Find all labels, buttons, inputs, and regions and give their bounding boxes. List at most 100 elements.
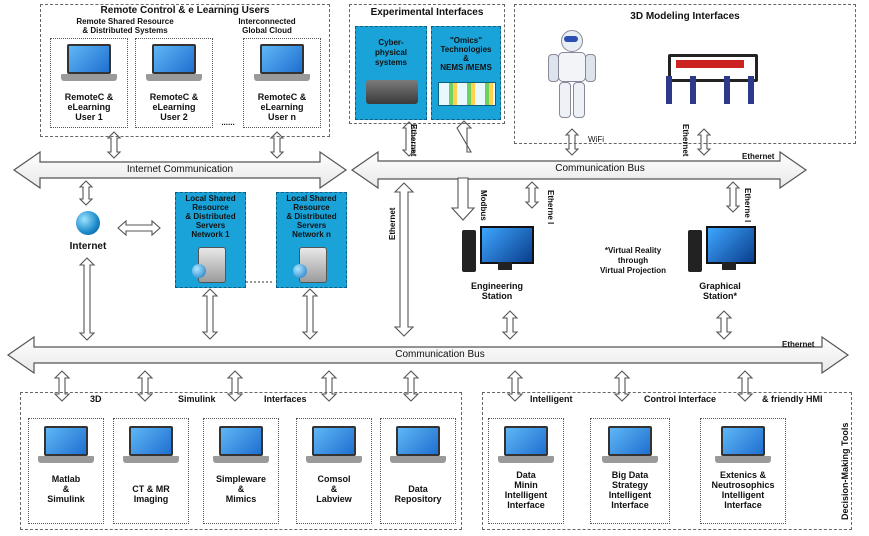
omics-chips-icon — [438, 82, 496, 106]
simpleware-mimics-item[interactable] — [203, 418, 279, 524]
omics-line: Technologies — [440, 45, 492, 54]
item-line: & — [330, 484, 338, 494]
item-line: Simpleware — [215, 474, 267, 484]
server-n-line: & Distributed — [286, 212, 337, 221]
user-n-line-2: eLearning — [260, 102, 304, 112]
item-line: Labview — [316, 494, 352, 504]
server-1-line: Local Shared — [185, 194, 236, 203]
decision-making-label: Decision-Making Tools — [840, 422, 850, 520]
cloud-label-2: Global Cloud — [242, 26, 292, 35]
server-1-line: Network 1 — [191, 230, 230, 239]
vertical-arrows — [53, 120, 754, 402]
laptop-icon — [715, 426, 771, 464]
heading-hmi: & friendly HMI — [762, 394, 823, 404]
extenics-item[interactable] — [700, 418, 786, 524]
remote-user-1[interactable] — [50, 38, 128, 128]
user-1-line-1: RemoteC & — [64, 92, 114, 102]
item-line: Matlab — [51, 474, 81, 484]
hexapod-robot-icon[interactable] — [662, 48, 758, 106]
graphical-station-icon[interactable] — [688, 226, 756, 276]
modeling-interfaces-group — [514, 4, 856, 144]
laptop-icon — [146, 44, 202, 82]
remote-user-2[interactable] — [135, 38, 213, 128]
user-n-line-3: User n — [267, 112, 296, 122]
ethernet-label-bottombus: Ethernet — [782, 340, 815, 349]
laptop-icon — [306, 426, 362, 464]
cps-line: systems — [374, 58, 408, 67]
user-1-line-3: User 1 — [75, 112, 103, 122]
engineering-station-line-1: Engineering — [470, 281, 523, 291]
users-ellipsis: ...... — [221, 118, 235, 127]
remote-shared-label-1: Remote Shared Resource — [76, 17, 174, 26]
simulink-interfaces-group — [20, 392, 462, 530]
server-n-line: Resource — [293, 203, 330, 212]
laptop-icon — [123, 426, 179, 464]
item-line: CT & MR — [132, 484, 170, 494]
server-globe-icon — [293, 264, 307, 278]
user-1-line-2: eLearning — [67, 102, 111, 112]
laptop-icon — [602, 426, 658, 464]
item-line: Data — [408, 484, 428, 494]
cps-line: Cyber- — [378, 38, 404, 47]
laptop-icon — [390, 426, 446, 464]
big-data-item[interactable] — [590, 418, 670, 524]
humanoid-robot-icon[interactable] — [548, 30, 596, 120]
item-line: Data — [516, 470, 536, 480]
ethernet-label-eng: Etherne l — [546, 190, 555, 225]
laptop-icon — [254, 44, 310, 82]
engineering-station-line-2: Station — [481, 291, 513, 301]
internet-comm-label: Internet Communication — [126, 164, 234, 175]
comm-bus-top-label: Communication Bus — [555, 163, 645, 174]
user-2-line-2: eLearning — [152, 102, 196, 112]
vr-line-1: *Virtual Reality — [604, 246, 662, 255]
wifi-label: WiFi — [588, 135, 604, 144]
graphical-station-line-1: Graphical — [699, 281, 741, 291]
omics-line: "Omics" — [449, 36, 483, 45]
ethernet-label-big: Ethernet — [388, 207, 397, 240]
item-line: Neutrosophics — [711, 480, 775, 490]
user-2-line-1: RemoteC & — [149, 92, 199, 102]
server-1-line: & Distributed — [185, 212, 236, 221]
item-line: Intelligent — [608, 490, 652, 500]
server-n-line: Local Shared — [286, 194, 337, 203]
experimental-interfaces-group — [349, 4, 505, 124]
laptop-icon — [61, 44, 117, 82]
cloud-label-1: Interconnected — [238, 17, 296, 26]
ethernet-label-robot: Ethernet — [681, 124, 690, 157]
item-line: Interface — [611, 500, 649, 510]
item-line: Big Data — [611, 470, 649, 480]
internet-comm-bus — [12, 150, 348, 190]
item-line: Comsol — [317, 474, 351, 484]
server-1-line: Servers — [195, 221, 226, 230]
data-repository-item[interactable] — [380, 418, 456, 524]
item-line: Minin — [514, 480, 538, 490]
internet-globe-icon[interactable] — [76, 211, 100, 235]
cyber-physical-box[interactable] — [355, 26, 427, 120]
remote-users-title: Remote Control & e Learning Users — [100, 5, 270, 16]
modbus-label: Modbus — [479, 190, 488, 221]
comm-bus-bottom-label: Communication Bus — [395, 349, 485, 360]
ethernet-label-exp: Ethernet — [409, 124, 418, 157]
item-line: Strategy — [611, 480, 648, 490]
item-line: Intelligent — [504, 490, 548, 500]
internet-label: Internet — [69, 241, 107, 252]
ct-mr-imaging-item[interactable] — [113, 418, 189, 524]
engineering-station-icon[interactable] — [462, 226, 534, 276]
data-mining-item[interactable] — [488, 418, 564, 524]
omics-line: NEMS /MEMS — [440, 63, 492, 72]
item-line: Simulink — [47, 494, 85, 504]
remote-user-n[interactable] — [243, 38, 321, 128]
remote-users-group — [40, 4, 330, 137]
item-line: Intelligent — [721, 490, 765, 500]
heading-simulink: Simulink — [178, 394, 216, 404]
laptop-icon — [498, 426, 554, 464]
graphical-station-line-2: Station* — [702, 291, 737, 301]
server-globe-icon — [192, 264, 206, 278]
item-line: & — [237, 484, 245, 494]
laptop-icon — [38, 426, 94, 464]
server-1-line: Resource — [192, 203, 229, 212]
cps-line: physical — [374, 48, 407, 57]
user-n-line-1: RemoteC & — [257, 92, 307, 102]
matlab-simulink-item[interactable] — [28, 418, 104, 524]
comsol-labview-item[interactable] — [296, 418, 372, 524]
